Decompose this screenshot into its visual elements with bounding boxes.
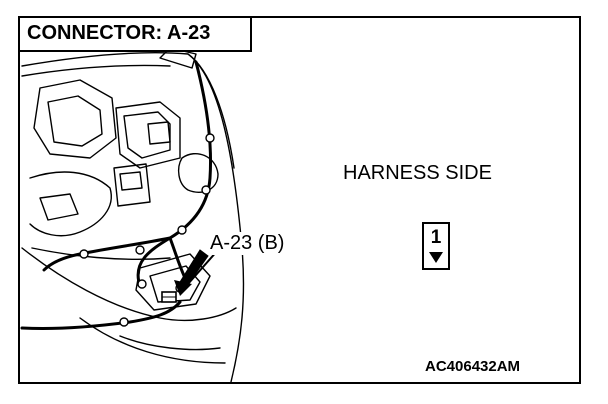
battery-top [119, 171, 143, 191]
grille-line [119, 335, 221, 351]
harness-clip [205, 133, 215, 143]
harness-clip [201, 185, 211, 195]
coolant-tank [39, 193, 79, 221]
harness-clip [135, 245, 145, 255]
diagram-title: CONNECTOR: A-23 [27, 22, 211, 44]
engine-cover [33, 79, 117, 159]
title-box: CONNECTOR: A-23 [20, 18, 252, 52]
harness-clip [177, 225, 187, 235]
fender-outline [187, 53, 235, 169]
air-box [115, 101, 181, 169]
connector-callout-label: A-23 (B) [208, 232, 287, 255]
radiator-top [31, 247, 171, 260]
strut-tower [177, 153, 219, 193]
air-box-lid [123, 111, 171, 159]
engine-compartment-illustration [20, 47, 245, 382]
hood-inner-edge [21, 64, 171, 77]
hood-outline [21, 52, 245, 382]
harness-clip [119, 317, 129, 327]
main-harness [136, 60, 212, 288]
reference-code: AC406432AM [425, 358, 521, 375]
connector-a23-location [161, 291, 177, 303]
intake-tube [29, 171, 112, 237]
engine-detail [47, 95, 103, 147]
battery-block [113, 163, 151, 207]
pin-number: 1 [430, 227, 442, 248]
callout-arrow [174, 249, 219, 296]
connector-face: 1 [422, 222, 450, 270]
harness-branch-front [20, 300, 182, 331]
diagram-frame: CONNECTOR: A-23 [18, 16, 581, 384]
bumper-lower [79, 317, 226, 364]
bumper-curve [21, 247, 237, 322]
harness-side-label: HARNESS SIDE [343, 162, 492, 184]
fuse-box [147, 121, 171, 145]
headlamp [135, 253, 211, 311]
down-triangle-icon [429, 252, 443, 263]
harness-clip [79, 249, 89, 259]
harness-clip [137, 279, 147, 289]
